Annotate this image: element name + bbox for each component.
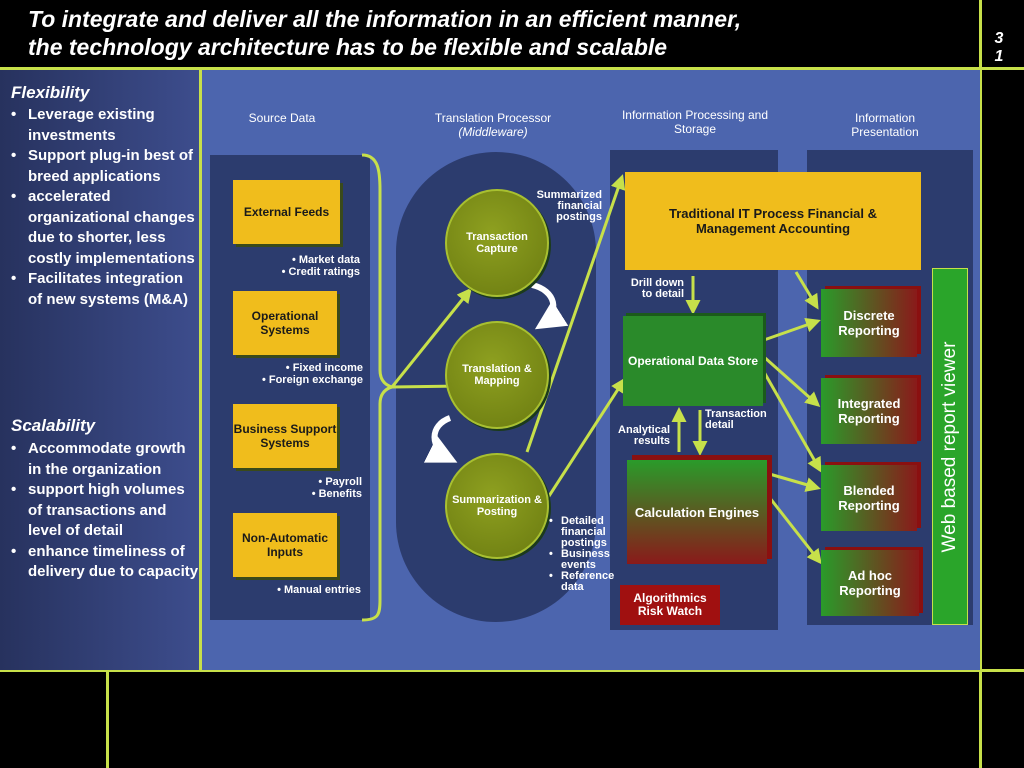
drill-down-label: Drill down to detail — [630, 277, 684, 300]
top-divider-line — [0, 67, 1024, 70]
list-item: enhance timeliness of delivery due to ca… — [4, 542, 200, 583]
transaction-detail-label: Transaction detail — [705, 408, 767, 431]
arrow-it-to-discrete — [794, 271, 819, 310]
detailed-items-list: Detailed financial postings Business eve… — [547, 516, 619, 593]
arrow-ods-to-discrete — [763, 317, 821, 342]
column-title-info-processing: Information Processing and Storage — [621, 108, 769, 136]
flexibility-list: Leverage existing investments Support pl… — [4, 105, 196, 310]
traditional-it-box: Traditional IT Process Financial & Manag… — [625, 172, 921, 270]
arrow-to-ods — [538, 377, 626, 511]
arrow-capture-to-translation — [531, 282, 569, 330]
list-item: accelerated organizational changes due t… — [4, 187, 196, 269]
bottom-divider-line — [0, 669, 1024, 672]
source-external-feeds: External Feeds — [233, 180, 340, 244]
translation-mapping-circle: Translation & Mapping — [445, 321, 549, 429]
arrow-to-traditional-it — [525, 174, 626, 453]
list-item: support high volumes of transactions and… — [4, 480, 200, 542]
note-external-feeds: • Market data • Credit ratings — [281, 254, 360, 278]
arrow-calc-to-adhoc — [764, 492, 822, 565]
adhoc-reporting-box: Ad hoc Reporting — [821, 550, 919, 616]
source-operational-systems: Operational Systems — [233, 291, 337, 355]
column-title-info-presentation: Information Presentation — [851, 111, 919, 139]
integrated-reporting-box: Integrated Reporting — [821, 378, 917, 444]
footer-divider-line — [106, 669, 109, 768]
source-business-support-systems: Business Support Systems — [233, 404, 337, 468]
web-report-viewer-label: Web based report viewer — [939, 341, 960, 552]
slide-number: 31 — [994, 30, 1004, 65]
arrow-calc-to-blended — [765, 471, 821, 492]
blended-reporting-box: Blended Reporting — [821, 465, 917, 531]
summarization-posting-circle: Summarization & Posting — [445, 453, 549, 559]
transaction-capture-circle: Transaction Capture — [445, 189, 549, 297]
column-title-translation-processor: Translation Processor (Middleware) — [413, 111, 573, 139]
list-item: Accommodate growth in the organization — [4, 439, 200, 480]
source-bracket — [361, 153, 398, 622]
note-operational-systems: • Fixed income • Foreign exchange — [261, 362, 363, 386]
list-item: Facilitates integration of new systems (… — [4, 269, 196, 310]
web-report-viewer-bar: Web based report viewer — [932, 268, 968, 625]
note-business-support-systems: • Payroll • Benefits — [311, 476, 362, 500]
title-line-1: To integrate and deliver all the informa… — [28, 6, 742, 32]
discrete-reporting-box: Discrete Reporting — [821, 289, 917, 357]
summarized-postings-label: Summarized financial postings — [536, 189, 602, 223]
translation-processor-label: Translation Processor — [434, 111, 552, 125]
arrow-translation-to-summarization — [423, 415, 458, 463]
middleware-label: (Middleware) — [458, 125, 528, 139]
title-line-2: the technology architecture has to be fl… — [28, 34, 668, 60]
flexibility-heading: Flexibility — [11, 83, 90, 102]
benefits-sidebar: Flexibility Leverage existing investment… — [0, 70, 199, 670]
right-divider-line — [979, 0, 982, 768]
column-title-source-data: Source Data — [248, 111, 316, 125]
arrow-ods-to-integrated — [763, 355, 821, 407]
source-non-automatic-inputs: Non-Automatic Inputs — [233, 513, 337, 577]
slide-title: To integrate and deliver all the informa… — [28, 5, 928, 61]
calculation-engines-box: Calculation Engines — [627, 460, 767, 564]
scalability-heading: Scalability — [11, 416, 96, 435]
scalability-list: Accommodate growth in the organization s… — [4, 439, 200, 583]
operational-data-store-box: Operational Data Store — [623, 316, 763, 406]
list-item: Business events — [547, 549, 619, 571]
list-item: Leverage existing investments — [4, 105, 196, 146]
arrow-ods-to-blended — [762, 371, 822, 473]
list-item: Support plug-in best of breed applicatio… — [4, 146, 196, 187]
analytical-results-label: Analytical results — [618, 424, 670, 447]
algorithmics-risk-watch-box: Algorithmics Risk Watch — [620, 585, 720, 625]
list-item: Reference data — [547, 571, 619, 593]
sidebar-divider-line — [199, 67, 202, 672]
note-non-automatic-inputs: • Manual entries — [277, 584, 361, 596]
list-item: Detailed financial postings — [547, 516, 619, 549]
arrow-to-capture — [390, 287, 472, 388]
